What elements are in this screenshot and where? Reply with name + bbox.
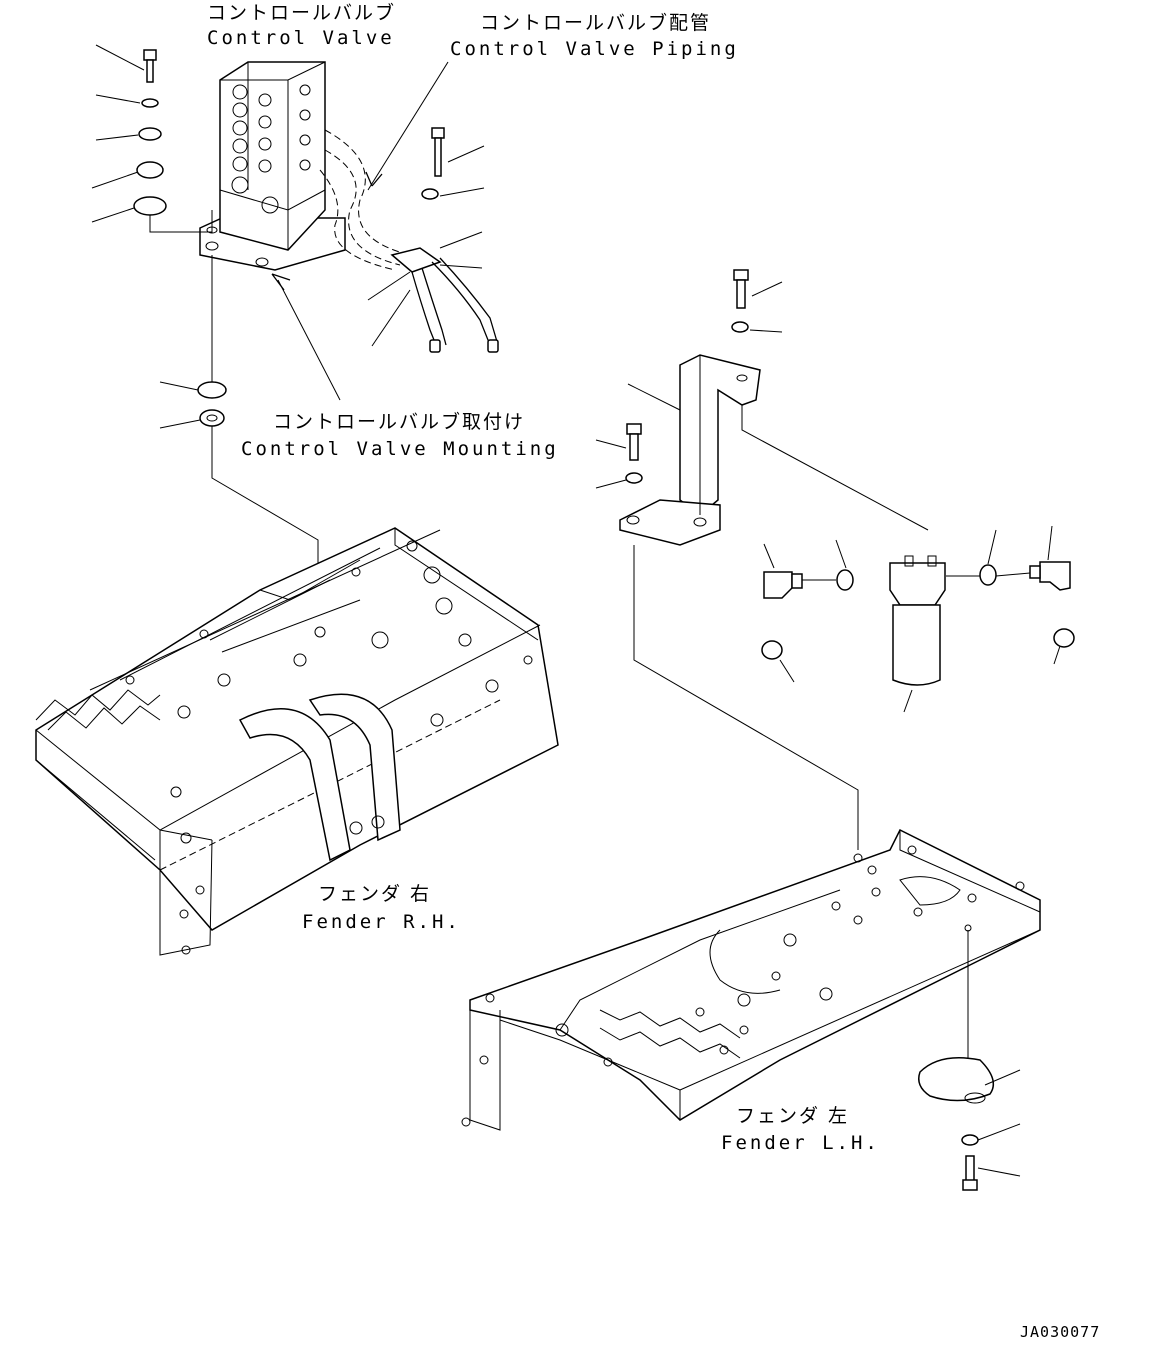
control-valve-label-jp: コントロールバルブ	[207, 1, 396, 24]
control-valve-piping-label-jp: コントロールバルブ配管	[480, 11, 711, 34]
filter-bracket	[595, 269, 929, 850]
control-valve-assembly	[199, 61, 499, 353]
fender-lh	[461, 828, 1041, 1131]
control-valve-piping-label-en: Control Valve Piping	[450, 38, 739, 60]
cover-plate-parts	[918, 930, 1021, 1191]
mounting-leader	[277, 279, 341, 401]
control-valve-mounting-label-en: Control Valve Mounting	[241, 438, 559, 460]
piping-clamp-fasteners	[367, 127, 485, 347]
fender-lh-label-en: Fender L.H.	[721, 1132, 880, 1154]
lower-mount-parts	[159, 255, 319, 628]
control-valve-fasteners	[91, 44, 213, 233]
drawing-code: JA030077	[1020, 1323, 1100, 1341]
fender-rh	[35, 527, 559, 956]
piping-leader	[367, 61, 449, 191]
control-valve-mounting-label-jp: コントロールバルブ取付け	[273, 410, 525, 433]
fender-rh-label-en: Fender R.H.	[302, 911, 461, 933]
mounting-arrow	[271, 273, 291, 291]
filter-assembly	[761, 525, 1075, 713]
piping-arrow	[365, 171, 383, 187]
control-valve-label-en: Control Valve	[207, 27, 395, 49]
fender-rh-label-jp: フェンダ 右	[318, 883, 431, 905]
fender-lh-label-jp: フェンダ 左	[736, 1105, 849, 1127]
